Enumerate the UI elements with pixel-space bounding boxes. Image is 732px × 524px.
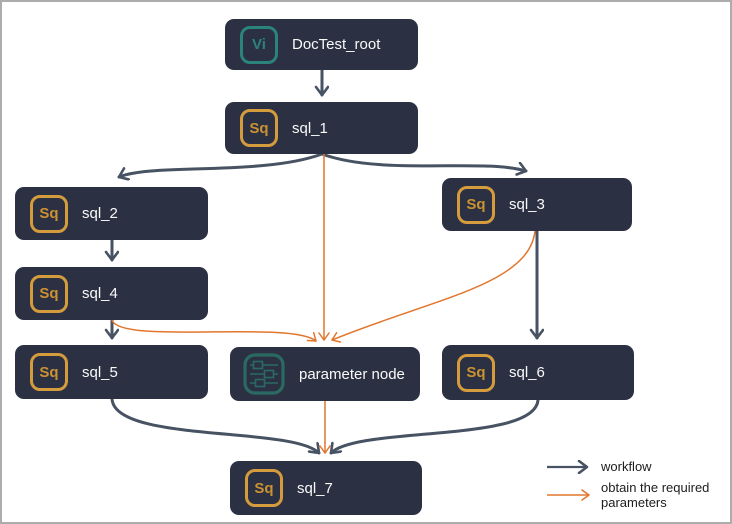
sql-icon: Sq xyxy=(457,353,495,392)
node-label: sql_4 xyxy=(82,285,118,302)
node-sql-6[interactable]: Sq sql_6 xyxy=(442,345,634,400)
legend-parameter: obtain the required parameters xyxy=(545,480,727,510)
legend-workflow-label: workflow xyxy=(601,459,652,474)
sql-icon: Sq xyxy=(30,194,68,233)
node-label: parameter node xyxy=(299,365,405,383)
node-label: DocTest_root xyxy=(292,36,381,53)
visual-icon: Vi xyxy=(240,25,278,64)
legend-workflow: workflow xyxy=(545,459,727,474)
node-label: sql_3 xyxy=(509,196,545,213)
edge-sql-4-parameter-node xyxy=(111,319,317,342)
workflow-arrow-icon xyxy=(547,460,599,474)
edge-sql-1-sql-3 xyxy=(320,152,528,171)
node-sql-1[interactable]: Sq sql_1 xyxy=(225,102,418,154)
legend-parameter-label: obtain the required parameters xyxy=(601,480,710,510)
parameter-arrow-icon xyxy=(547,489,590,501)
sql-icon: Sq xyxy=(240,109,278,147)
sql-icon: Sq xyxy=(457,185,495,224)
sliders-icon xyxy=(243,353,285,395)
edge-sql-1-sql-2 xyxy=(117,152,324,177)
edge-sql-5-sql-7 xyxy=(110,397,321,455)
node-parameter[interactable]: parameter node xyxy=(230,347,420,401)
node-label: sql_5 xyxy=(82,363,118,381)
legend: workflow obtain the required parameters xyxy=(545,459,727,510)
node-sql-3[interactable]: Sq sql_3 xyxy=(442,178,632,231)
sql-icon: Sq xyxy=(30,274,68,313)
sql-icon: Sq xyxy=(245,469,283,507)
sql-icon: Sq xyxy=(30,353,68,391)
node-label: sql_6 xyxy=(509,364,545,381)
node-doctest-root[interactable]: Vi DocTest_root xyxy=(225,19,418,70)
node-sql-5[interactable]: Sq sql_5 xyxy=(15,345,208,399)
node-sql-4[interactable]: Sq sql_4 xyxy=(15,267,208,320)
node-label: sql_7 xyxy=(297,479,333,497)
node-sql-7[interactable]: Sq sql_7 xyxy=(230,461,422,515)
edge-sql-3-parameter-node xyxy=(331,230,536,343)
node-sql-2[interactable]: Sq sql_2 xyxy=(15,187,208,240)
edge-sql-6-sql-7 xyxy=(329,398,540,455)
node-label: sql_1 xyxy=(292,119,328,137)
node-label: sql_2 xyxy=(82,205,118,222)
